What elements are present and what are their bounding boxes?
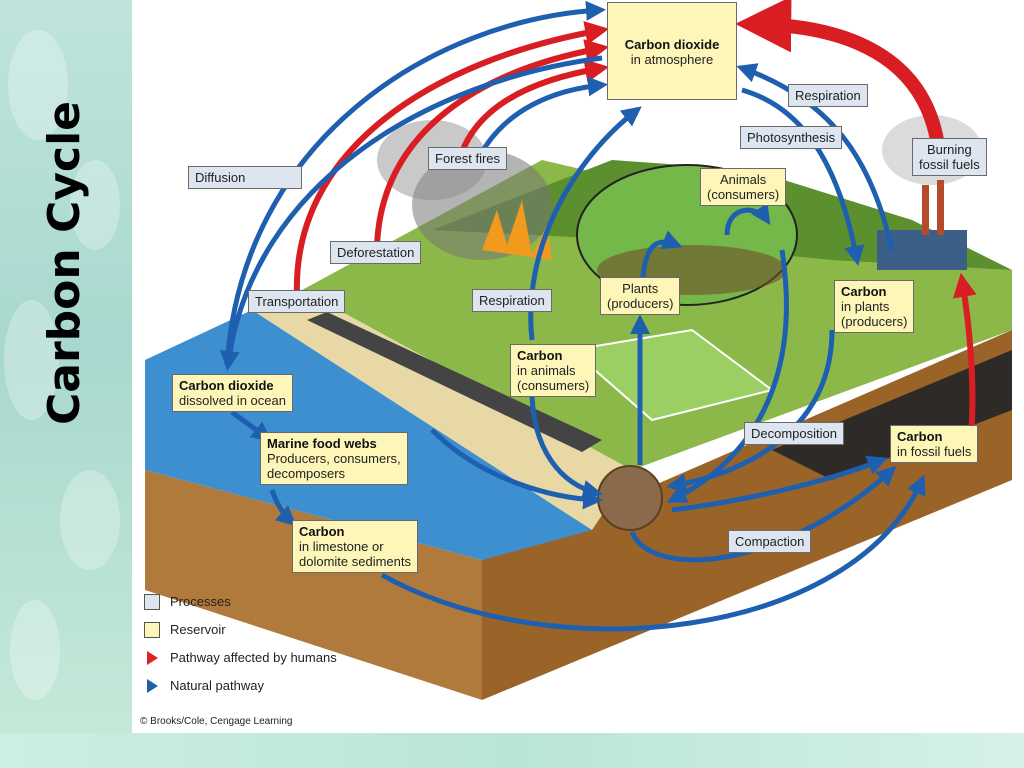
arrow-diffusion-up (224, 0, 606, 366)
co2-ocean-title: Carbon dioxide (179, 378, 274, 393)
blue-arrow-icon (147, 679, 158, 693)
plants-sub: (producers) (607, 296, 674, 311)
legend-natural: Natural pathway (144, 676, 337, 704)
legend-processes: Processes (144, 592, 337, 620)
legend-natural-text: Natural pathway (170, 678, 264, 693)
process-swatch (144, 594, 160, 610)
leaf-decoration (70, 160, 120, 250)
animals-label: Animals (720, 172, 767, 187)
burning-line2: fossil fuels (919, 157, 980, 172)
carbon-plants-box: Carbon in plants (producers) (834, 280, 915, 333)
carbon-animals-line2: (consumers) (517, 378, 590, 393)
deforestation-label: Deforestation (330, 241, 422, 264)
legend-reservoir-text: Reservoir (170, 622, 226, 637)
decomposers-circle (597, 465, 663, 531)
arrow-burning-fossil-fuels (735, 0, 944, 142)
reservoir-swatch (144, 622, 160, 638)
bottom-strip (0, 733, 1024, 768)
arrow-forest-fires (459, 58, 610, 154)
transportation-label: Transportation (248, 290, 346, 313)
arrow-ocean-to-decomposers (430, 428, 603, 510)
arrow-photosynthesis (741, 87, 865, 266)
carbon-plants-line1: in plants (841, 299, 890, 314)
arrow-limestone-to-fossil (380, 474, 926, 632)
credit: © Brooks/Cole, Cengage Learning (140, 716, 293, 727)
fire (482, 200, 552, 260)
co2-ocean-sub: dissolved in ocean (179, 393, 286, 408)
arrow-decomposition-fossil (671, 455, 888, 513)
arrow-marine-to-limestone (269, 489, 297, 526)
arrow-respiration-top (736, 63, 895, 251)
forest-fires-label: Forest fires (428, 147, 508, 170)
carbon-animals-box: Carbon in animals (consumers) (510, 344, 597, 397)
photosynthesis-label: Photosynthesis (740, 126, 843, 149)
red-arrow-icon (147, 651, 158, 665)
fossil-layer (772, 350, 1012, 480)
compaction-label: Compaction (728, 530, 812, 553)
fossil-title: Carbon (897, 429, 943, 444)
plants-label: Plants (622, 281, 659, 296)
respiration-top-label: Respiration (788, 84, 868, 107)
diagram-area: Carbon dioxide in atmosphere Animals (co… (132, 0, 1024, 733)
co2-atmosphere-title: Carbon dioxide (624, 37, 720, 52)
limestone-title: Carbon (299, 524, 345, 539)
carbon-plants-line2: (producers) (841, 314, 908, 329)
carbon-plants-title: Carbon (841, 284, 887, 299)
smokestack (922, 185, 929, 235)
limestone-line1: in limestone or (299, 539, 384, 554)
carbon-animals-line1: in animals (517, 363, 576, 378)
diffusion-label: Diffusion (188, 166, 302, 189)
co2-atmosphere-sub: in atmosphere (630, 52, 714, 67)
arrow-animal-cycle (724, 202, 771, 236)
legend: Processes Reservoir Pathway affected by … (144, 592, 337, 704)
arrow-respiration-forest (479, 76, 608, 154)
marine-title: Marine food webs (267, 436, 377, 451)
arrow-transportation (293, 21, 610, 296)
legend-reservoir: Reservoir (144, 620, 337, 648)
marine-line1: Producers, consumers, (267, 451, 401, 466)
animals-sub: (consumers) (707, 187, 780, 202)
beach (252, 290, 632, 530)
legend-human-text: Pathway affected by humans (170, 650, 337, 665)
marine-line2: decomposers (267, 466, 346, 481)
leaf-decoration (4, 300, 59, 420)
slide-title: Carbon Cycle (39, 100, 90, 425)
co2-ocean-box: Carbon dioxide dissolved in ocean (172, 374, 293, 412)
co2-atmosphere-box: Carbon dioxide in atmosphere (607, 2, 737, 100)
smokestack (937, 180, 944, 235)
respiration-mid-label: Respiration (472, 289, 552, 312)
leaf-decoration (60, 470, 120, 570)
carbon-limestone-box: Carbon in limestone or dolomite sediment… (292, 520, 418, 573)
arrow-compaction (629, 465, 897, 563)
leaf-decoration (10, 600, 60, 700)
arrow-animals-to-decomposers (529, 389, 603, 500)
sidebar: Carbon Cycle (0, 0, 132, 768)
burning-fossil-fuels-label: Burning fossil fuels (912, 138, 987, 176)
carbon-fossil-fuels-box: Carbon in fossil fuels (890, 425, 979, 463)
animals-consumers-box: Animals (consumers) (700, 168, 787, 206)
decomposition-label: Decomposition (744, 422, 844, 445)
burning-line1: Burning (926, 142, 972, 157)
arrow-diffusion-down (219, 55, 603, 371)
leaf-decoration (8, 30, 68, 140)
arrow-bubble-decomposition (666, 249, 789, 503)
arrow-deforestation (374, 39, 610, 246)
carbon-cycle-scene (145, 0, 1012, 700)
ground-front-face (145, 470, 482, 700)
carbon-animals-title: Carbon (517, 348, 563, 363)
marine-food-webs-box: Marine food webs Producers, consumers, d… (260, 432, 408, 485)
plants-producers-box: Plants (producers) (600, 277, 681, 315)
limestone-line2: dolomite sediments (299, 554, 411, 569)
road (307, 312, 602, 452)
legend-processes-text: Processes (170, 594, 231, 609)
fossil-sub: in fossil fuels (897, 444, 972, 459)
legend-human: Pathway affected by humans (144, 648, 337, 676)
